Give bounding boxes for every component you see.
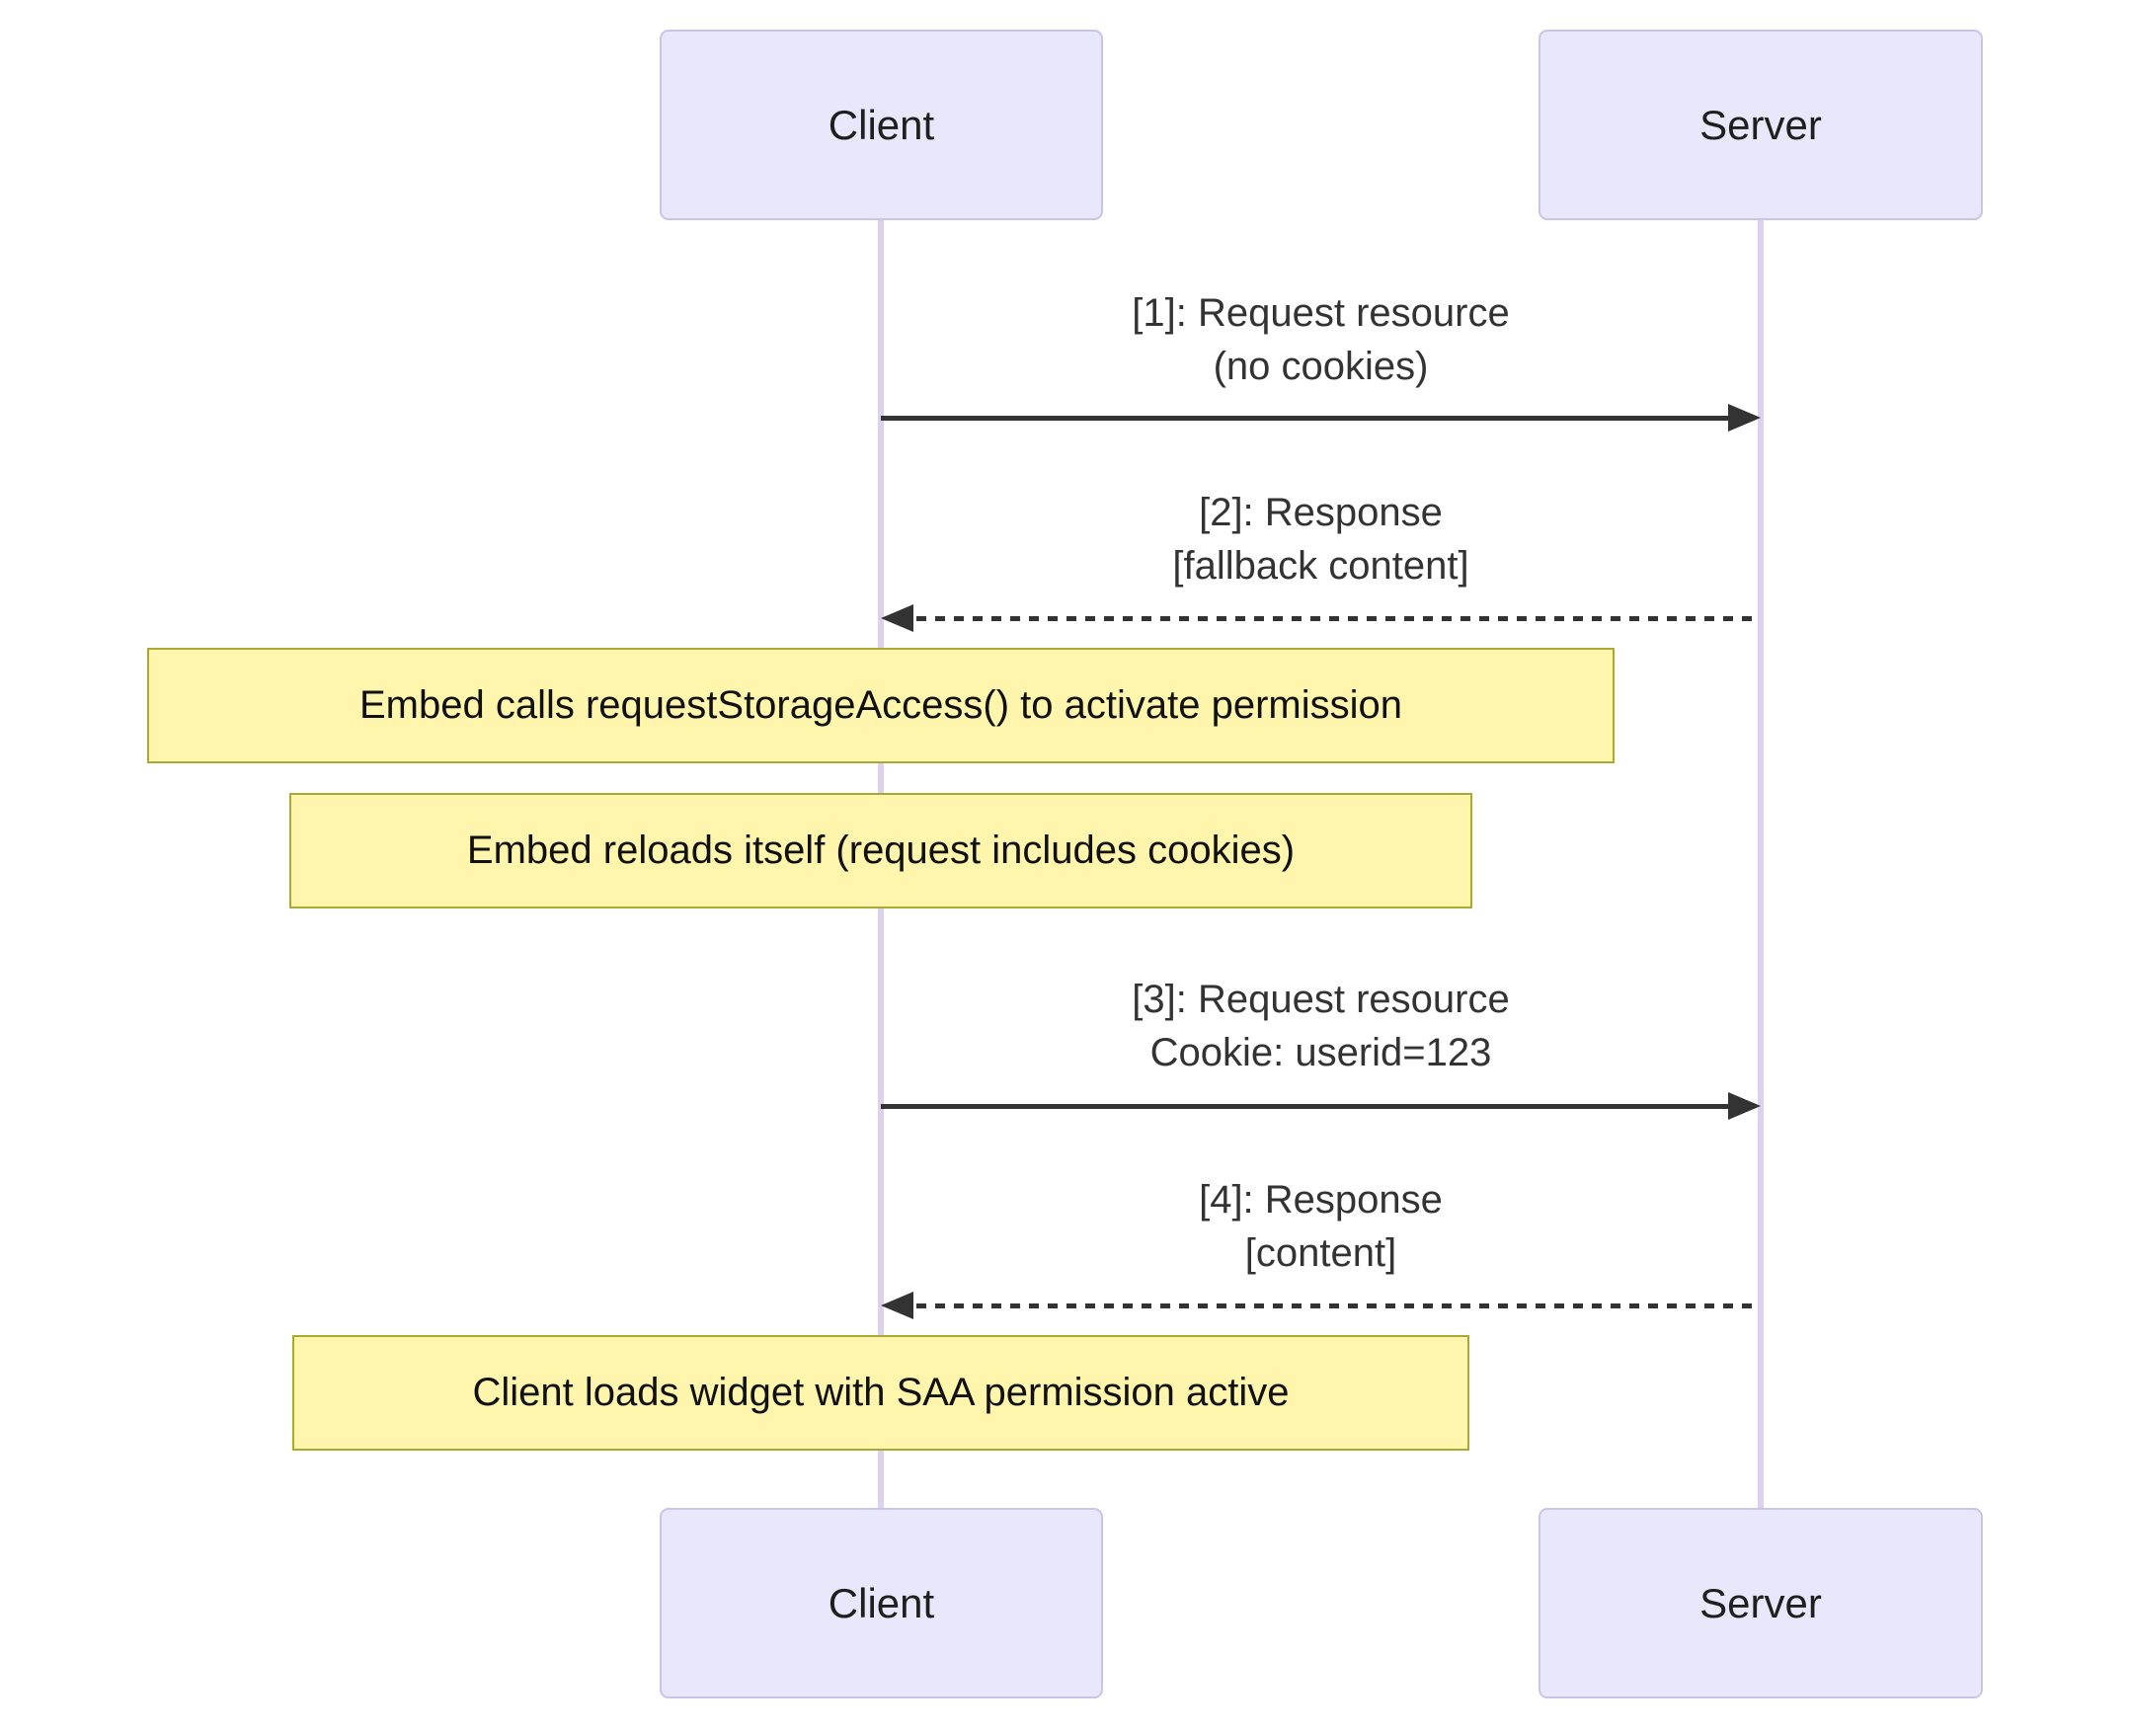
message-4-line-2: [content] bbox=[1244, 1231, 1397, 1275]
actor-label-server-bottom: Server bbox=[1699, 1579, 1822, 1626]
note-2-text: Embed reloads itself (request includes c… bbox=[466, 829, 1296, 872]
message-1-arrow bbox=[881, 402, 1761, 434]
message-1-line-1: [1]: Request resource bbox=[1132, 291, 1510, 335]
note-1: Embed calls requestStorageAccess() to ac… bbox=[147, 648, 1615, 763]
actor-label-server-top: Server bbox=[1699, 101, 1822, 148]
message-4-arrow-line bbox=[916, 1303, 1761, 1308]
actor-box-client-top: Client bbox=[660, 30, 1103, 220]
note-3-text: Client loads widget with SAA permission … bbox=[472, 1371, 1290, 1414]
actor-label-client-bottom: Client bbox=[828, 1579, 935, 1626]
note-2: Embed reloads itself (request includes c… bbox=[289, 793, 1472, 908]
arrowhead-left-icon bbox=[881, 604, 913, 632]
message-2-arrow-line bbox=[916, 616, 1761, 621]
note-1-text: Embed calls requestStorageAccess() to ac… bbox=[358, 683, 1402, 727]
actor-box-server-top: Server bbox=[1539, 30, 1983, 220]
actor-box-server-bottom: Server bbox=[1539, 1508, 1983, 1698]
message-3-line-2: Cookie: userid=123 bbox=[1149, 1031, 1492, 1074]
actor-box-client-bottom: Client bbox=[660, 1508, 1103, 1698]
message-2-line-2: [fallback content] bbox=[1172, 544, 1469, 588]
message-1-line-2: (no cookies) bbox=[1213, 345, 1429, 388]
message-1-label: [1]: Request resource (no cookies) bbox=[881, 286, 1761, 393]
arrowhead-left-icon bbox=[881, 1292, 913, 1319]
message-2-line-1: [2]: Response bbox=[1199, 491, 1443, 534]
arrowhead-right-icon bbox=[1728, 404, 1761, 432]
message-4-label: [4]: Response [content] bbox=[881, 1173, 1761, 1280]
message-3-line-1: [3]: Request resource bbox=[1132, 978, 1510, 1021]
message-2-arrow bbox=[881, 602, 1761, 634]
message-4-arrow bbox=[881, 1290, 1761, 1321]
message-3-label: [3]: Request resource Cookie: userid=123 bbox=[881, 973, 1761, 1079]
arrowhead-right-icon bbox=[1728, 1092, 1761, 1120]
actor-label-client-top: Client bbox=[828, 101, 935, 148]
message-3-arrow-line bbox=[881, 1104, 1733, 1109]
message-3-arrow bbox=[881, 1090, 1761, 1122]
message-2-label: [2]: Response [fallback content] bbox=[881, 486, 1761, 592]
lifeline-server bbox=[1758, 220, 1764, 1508]
note-3: Client loads widget with SAA permission … bbox=[292, 1335, 1469, 1451]
message-4-line-1: [4]: Response bbox=[1199, 1178, 1443, 1222]
message-1-arrow-line bbox=[881, 416, 1733, 421]
